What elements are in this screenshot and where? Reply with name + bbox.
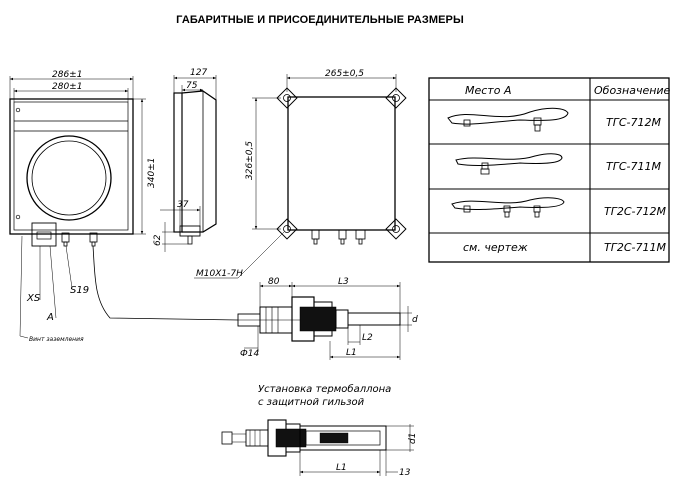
back-view [194, 74, 407, 279]
well-dim-13: 13 [399, 468, 411, 478]
mounting-lug-br [385, 218, 407, 240]
table-row4-designation: ТГ2С-711М [604, 241, 666, 254]
terminal-block [31, 222, 57, 247]
table-header-place: Место А [465, 84, 511, 97]
sensor-dim-l1: L1 [346, 348, 357, 358]
table-row4-place: см. чертеж [463, 241, 528, 254]
sensor-detail [237, 282, 412, 360]
variants-table [428, 77, 670, 263]
drawing-title: ГАБАРИТНЫЕ И ПРИСОЕДИНИТЕЛЬНЫЕ РАЗМЕРЫ [176, 14, 464, 26]
well-dim-l1: L1 [336, 463, 347, 473]
well-caption-2: с защитной гильзой [258, 397, 365, 408]
side-dim-height: 62 [153, 234, 163, 246]
label-s19: S19 [70, 285, 89, 296]
mounting-lug-tl [276, 87, 298, 109]
front-dim-inner: 280±1 [52, 82, 82, 92]
label-a: A [46, 312, 54, 323]
sensor-dim-l2: L2 [362, 333, 373, 343]
front-dim-outer: 286±1 [52, 70, 82, 80]
row2-sketch [455, 153, 563, 175]
thread-label: M10X1-7H [196, 269, 243, 279]
dial-glass [31, 140, 107, 216]
sensor-dim-d: d [412, 315, 418, 325]
sensor-dim-l3: L3 [338, 277, 349, 287]
side-dim-depth: 127 [190, 68, 207, 78]
mounting-lug-tr [385, 87, 407, 109]
label-xs: XS [26, 293, 41, 304]
well-dim-d1: d1 [408, 433, 418, 444]
well-detail [221, 419, 414, 476]
table-header-designation: Обозначение [594, 84, 671, 97]
dial-ring [26, 135, 112, 221]
row3-sketch [451, 197, 565, 218]
sensor-dim-phi14: Ф14 [240, 349, 259, 359]
table-row3-designation: ТГ2С-712М [604, 205, 666, 218]
front-view [9, 76, 239, 339]
well-caption-1: Установка термобаллона [258, 383, 391, 395]
table-row1-designation: ТГС-712М [606, 116, 661, 129]
front-inner-frame [13, 101, 129, 231]
side-dim-bottom: 37 [177, 200, 189, 210]
row1-sketch [447, 107, 569, 132]
side-view [160, 75, 217, 252]
capillary-line [92, 245, 239, 321]
back-dim-height: 326±0,5 [245, 141, 255, 180]
label-ground-screw: Винт заземления [29, 336, 84, 343]
front-housing [9, 98, 134, 235]
back-dim-width: 265±0,5 [325, 69, 364, 79]
front-dim-height: 340±1 [147, 158, 157, 188]
side-dim-body: 75 [186, 81, 198, 91]
table-row2-designation: ТГС-711М [606, 160, 661, 173]
sensor-dim-80: 80 [268, 277, 280, 287]
